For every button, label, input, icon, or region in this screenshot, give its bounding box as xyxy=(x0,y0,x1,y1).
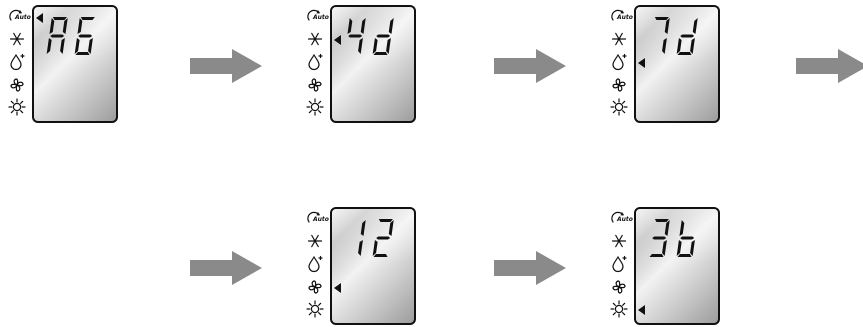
auto-icon: Auto xyxy=(610,210,633,226)
dry-drop-icon xyxy=(306,255,324,273)
mode-pointer-icon xyxy=(638,305,645,315)
display-panel: Auto xyxy=(610,5,720,123)
next-arrow-icon xyxy=(190,251,262,285)
sun-icon xyxy=(610,98,628,116)
fan-icon xyxy=(610,76,628,92)
error-code xyxy=(344,15,398,61)
dry-drop-icon xyxy=(610,255,628,273)
auto-label: Auto xyxy=(617,14,633,21)
mode-pointer-icon xyxy=(334,35,341,45)
error-code xyxy=(648,15,702,61)
auto-icon: Auto xyxy=(306,210,329,226)
display-panel: Auto xyxy=(306,5,416,123)
mode-pointer-icon xyxy=(334,283,341,293)
display-panel: Auto xyxy=(8,5,118,123)
sun-icon xyxy=(610,300,628,318)
dry-drop-icon xyxy=(306,53,324,71)
sun-icon xyxy=(306,98,324,116)
auto-label: Auto xyxy=(313,14,329,21)
next-arrow-icon xyxy=(796,49,863,83)
lcd-screen xyxy=(634,207,720,325)
next-arrow-icon xyxy=(494,49,566,83)
snowflake-icon xyxy=(8,30,26,46)
lcd-screen xyxy=(32,5,118,123)
mode-pointer-icon xyxy=(36,13,43,23)
fan-icon xyxy=(306,278,324,294)
fan-icon xyxy=(306,76,324,92)
auto-icon: Auto xyxy=(8,8,31,24)
fan-icon xyxy=(610,278,628,294)
dry-drop-icon xyxy=(8,53,26,71)
auto-label: Auto xyxy=(313,216,329,223)
auto-label: Auto xyxy=(617,216,633,223)
snowflake-icon xyxy=(610,30,628,46)
sun-icon xyxy=(306,300,324,318)
error-code xyxy=(46,15,100,61)
error-code xyxy=(648,217,702,263)
dry-drop-icon xyxy=(610,53,628,71)
auto-label: Auto xyxy=(15,14,31,21)
display-panel: Auto xyxy=(306,207,416,325)
next-arrow-icon xyxy=(190,49,262,83)
mode-pointer-icon xyxy=(638,58,645,68)
lcd-screen xyxy=(330,207,416,325)
snowflake-icon xyxy=(306,232,324,248)
sun-icon xyxy=(8,98,26,116)
snowflake-icon xyxy=(306,30,324,46)
display-panel: Auto xyxy=(610,207,720,325)
fan-icon xyxy=(8,76,26,92)
lcd-screen xyxy=(330,5,416,123)
lcd-screen xyxy=(634,5,720,123)
auto-icon: Auto xyxy=(306,8,329,24)
auto-icon: Auto xyxy=(610,8,633,24)
error-code xyxy=(344,217,398,263)
snowflake-icon xyxy=(610,232,628,248)
next-arrow-icon xyxy=(494,251,566,285)
